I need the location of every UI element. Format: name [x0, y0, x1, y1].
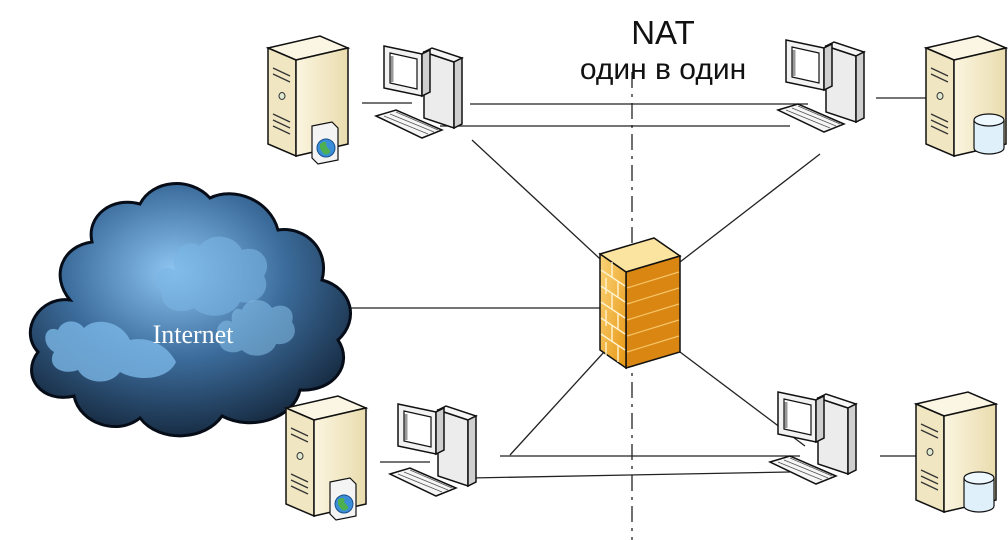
- nat-title-line1: NAT: [631, 14, 695, 51]
- workstation-icon: [374, 44, 464, 140]
- server-globe-icon: [285, 395, 367, 521]
- workstation-icon: [768, 390, 858, 486]
- link-firewall-to-ws-bottom-left: [509, 339, 616, 456]
- link-ws-top-right-to-firewall: [679, 153, 821, 263]
- server-globe-icon: [267, 35, 349, 165]
- internet-cloud-icon: [28, 182, 353, 438]
- workstation-icon: [776, 38, 866, 134]
- nat-title: NAT один в один: [548, 14, 778, 88]
- server-database-icon: [925, 35, 1007, 157]
- link-ws-top-left-to-firewall: [471, 139, 613, 271]
- nat-title-line2: один в один: [579, 53, 747, 86]
- link-keyboard-bottom-left-to-keyboard-bottom-right: [469, 471, 791, 479]
- internet-cloud-label: Internet: [152, 320, 234, 349]
- firewall-brick-wall-icon: [598, 237, 682, 370]
- workstation-icon: [388, 402, 478, 498]
- server-database-icon: [915, 391, 997, 513]
- connection-lines: [345, 72, 928, 540]
